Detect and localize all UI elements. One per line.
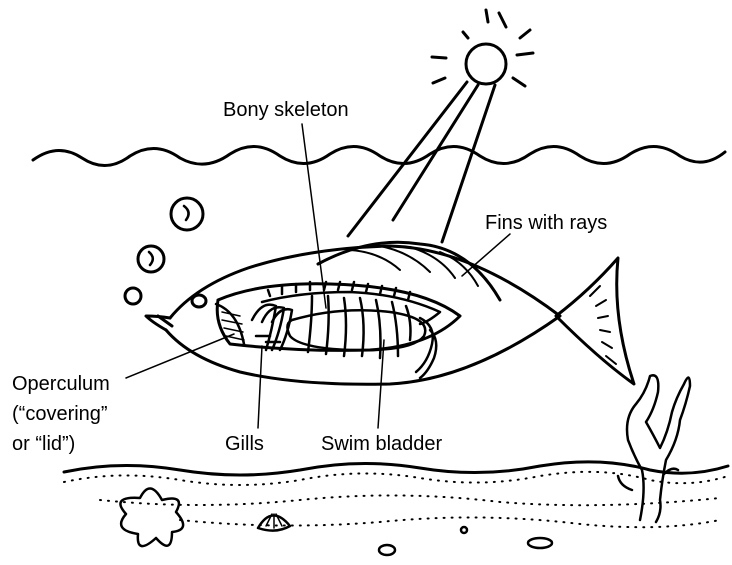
seafloor <box>64 462 728 475</box>
label-operculum-lid: or “lid”) <box>12 433 75 456</box>
intestine-drawing <box>416 318 436 378</box>
coral-icon <box>618 375 690 522</box>
leader-bony-skeleton <box>302 124 326 308</box>
label-fins-with-rays: Fins with rays <box>485 212 607 235</box>
water-surface <box>33 146 725 165</box>
label-operculum-covering: (“covering” <box>12 403 108 426</box>
label-gills: Gills <box>225 433 264 456</box>
pebbles <box>379 527 552 555</box>
sand-dollar-icon <box>258 514 290 531</box>
gills-drawing <box>252 305 292 350</box>
bubbles <box>125 198 203 304</box>
leader-operculum <box>126 334 234 378</box>
leader-gills <box>258 346 262 428</box>
label-bony-skeleton: Bony skeleton <box>223 99 349 122</box>
sun-icon <box>432 10 533 86</box>
label-operculum: Operculum <box>12 373 110 396</box>
label-swim-bladder: Swim bladder <box>321 433 442 456</box>
sun-beams <box>348 82 495 242</box>
starfish-icon <box>120 488 183 546</box>
